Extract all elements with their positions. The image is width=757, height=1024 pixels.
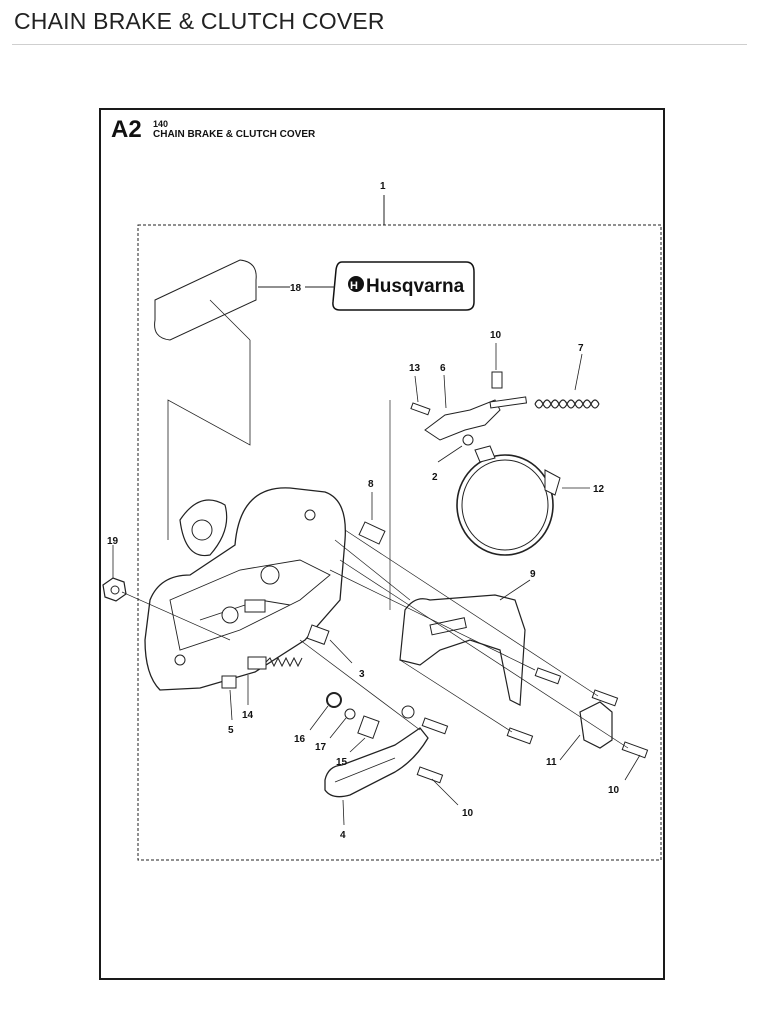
callout-13: 13 xyxy=(409,363,421,374)
part-12-brake-band xyxy=(456,445,590,556)
callout-6: 6 xyxy=(440,363,446,374)
callout-11: 11 xyxy=(546,757,557,768)
callout-18: 18 xyxy=(290,283,302,294)
callout-16: 16 xyxy=(294,734,306,745)
husqvarna-logo: H Husqvarna xyxy=(305,261,475,311)
callout-15: 15 xyxy=(336,757,348,768)
svg-text:H: H xyxy=(350,280,358,292)
part-8-bushing xyxy=(358,492,386,545)
assembly-lines xyxy=(121,400,629,749)
screws-10 xyxy=(416,667,649,806)
part-11-guide xyxy=(559,701,613,761)
clutch-cover-body xyxy=(144,487,346,691)
part-3-pin xyxy=(306,624,353,664)
callout-10-top: 10 xyxy=(490,330,502,341)
callout-4: 4 xyxy=(340,830,346,841)
callout-3: 3 xyxy=(359,669,365,680)
callout-8: 8 xyxy=(368,479,374,490)
logo-wordmark: Husqvarna xyxy=(366,276,465,297)
part-7-spring xyxy=(534,353,600,409)
title-divider xyxy=(12,44,747,45)
callout-19: 19 xyxy=(107,536,119,547)
callout-2: 2 xyxy=(432,472,438,483)
callout-5: 5 xyxy=(228,725,234,736)
page-title: CHAIN BRAKE & CLUTCH COVER xyxy=(14,8,385,34)
callout-17: 17 xyxy=(315,742,327,753)
sheet-code: A2 xyxy=(111,116,142,143)
callout-14: 14 xyxy=(242,710,254,721)
part-6-brake-lever xyxy=(410,343,528,463)
callout-9: 9 xyxy=(530,569,536,580)
part-9-chain-guard xyxy=(399,579,531,706)
sheet-name: CHAIN BRAKE & CLUTCH COVER xyxy=(153,129,316,140)
part-4-handle xyxy=(324,705,429,826)
part-17-washer xyxy=(329,708,356,739)
part-5-clip xyxy=(221,675,237,721)
part-18-decal xyxy=(154,259,290,540)
callout-12: 12 xyxy=(593,484,605,495)
sheet-number: 140 xyxy=(153,119,169,129)
callout-10-bottom: 10 xyxy=(462,808,474,819)
part-16-oring xyxy=(309,692,342,731)
part-15-bushing xyxy=(349,715,380,753)
assembly-boundary xyxy=(137,224,662,861)
part-14-spring xyxy=(247,656,303,705)
callout-7: 7 xyxy=(578,343,584,354)
callout-1: 1 xyxy=(380,181,386,192)
callout-10-right: 10 xyxy=(608,785,620,796)
diagram-frame xyxy=(99,108,665,980)
